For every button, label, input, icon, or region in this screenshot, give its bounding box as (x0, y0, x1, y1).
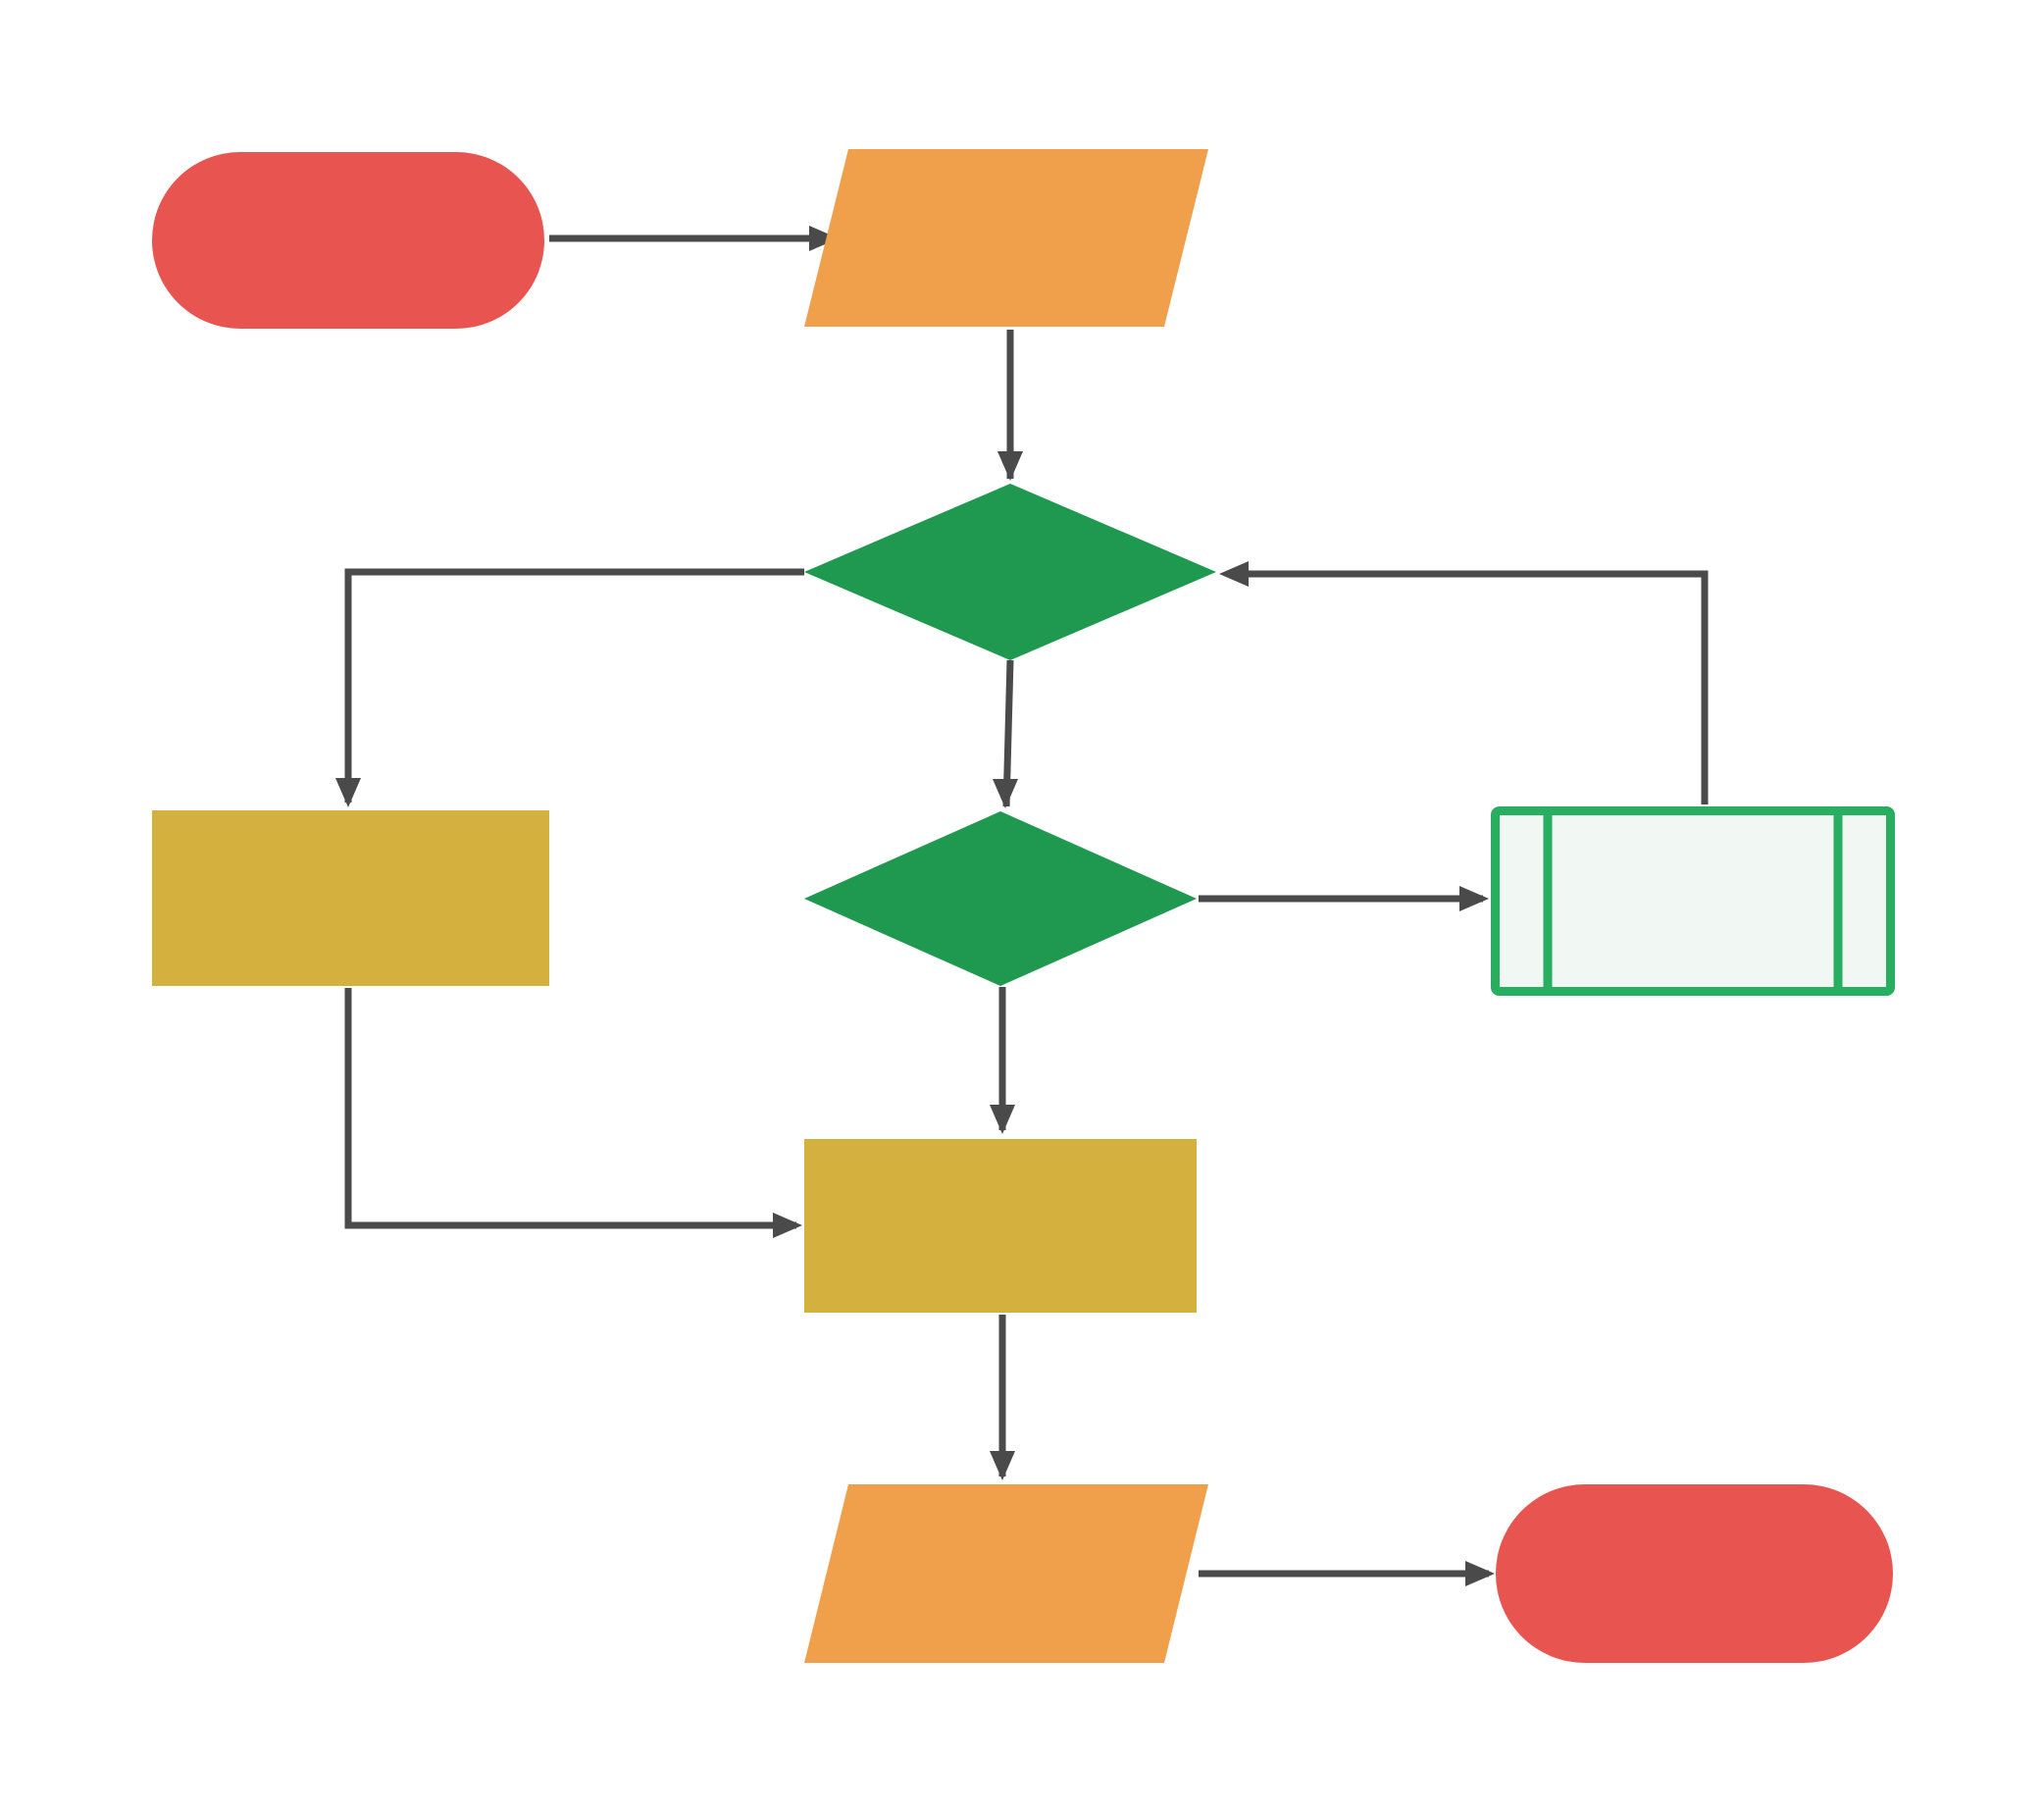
process-center-body (804, 1139, 1197, 1313)
edge-input-to-decision1-arrowhead (997, 451, 1023, 481)
process-left[interactable] (152, 810, 549, 986)
decision-primary-body (804, 484, 1216, 660)
edge-start-to-input-arrowhead (809, 226, 839, 251)
edge-process-left-to-process-center[interactable] (344, 988, 802, 1238)
edge-process-left-to-process-center-line (344, 988, 796, 1229)
edge-decision1-to-process-left-arrowhead (335, 778, 361, 807)
input-output-top-body (804, 149, 1208, 327)
edge-decision2-to-process-center-arrowhead (990, 1105, 1015, 1134)
nodes-layer (152, 149, 1895, 1663)
edge-decision2-to-subroutine[interactable] (1199, 886, 1489, 911)
edge-decision2-to-process-center[interactable] (990, 987, 1015, 1134)
decision-secondary-body (804, 811, 1197, 986)
edge-process-center-to-output-arrowhead (990, 1451, 1015, 1480)
edge-decision1-to-process-left[interactable] (335, 568, 804, 807)
end-terminator-body (1496, 1484, 1893, 1663)
process-center[interactable] (804, 1139, 1197, 1313)
edge-output-to-end-arrowhead (1465, 1561, 1495, 1586)
start-terminator[interactable] (152, 152, 544, 329)
edge-decision1-to-process-left-line (344, 568, 804, 803)
decision-secondary[interactable] (804, 811, 1197, 986)
predefined-process[interactable] (1491, 806, 1895, 996)
edge-subroutine-to-decision1-arrowhead (1219, 561, 1249, 587)
input-output-top[interactable] (804, 149, 1208, 327)
predefined-process-outer-border (1491, 806, 1895, 996)
edge-decision1-to-decision2[interactable] (993, 659, 1018, 808)
edge-subroutine-to-decision1-line (1228, 570, 1709, 804)
edge-input-to-decision1[interactable] (997, 330, 1023, 481)
decision-primary[interactable] (804, 484, 1216, 660)
edge-process-center-to-output[interactable] (990, 1315, 1015, 1480)
end-terminator[interactable] (1496, 1484, 1893, 1663)
start-terminator-body (152, 152, 544, 329)
edge-decision1-to-decision2-arrowhead (993, 779, 1018, 808)
input-output-bottom-body (804, 1484, 1208, 1663)
process-left-body (152, 810, 549, 986)
edge-process-left-to-process-center-arrowhead (773, 1213, 802, 1238)
edge-decision2-to-subroutine-arrowhead (1459, 886, 1489, 911)
edge-subroutine-to-decision1[interactable] (1219, 561, 1709, 804)
edges-layer (335, 226, 1709, 1586)
edge-start-to-input[interactable] (549, 226, 839, 251)
edge-output-to-end[interactable] (1199, 1561, 1495, 1586)
input-output-bottom[interactable] (804, 1484, 1208, 1663)
